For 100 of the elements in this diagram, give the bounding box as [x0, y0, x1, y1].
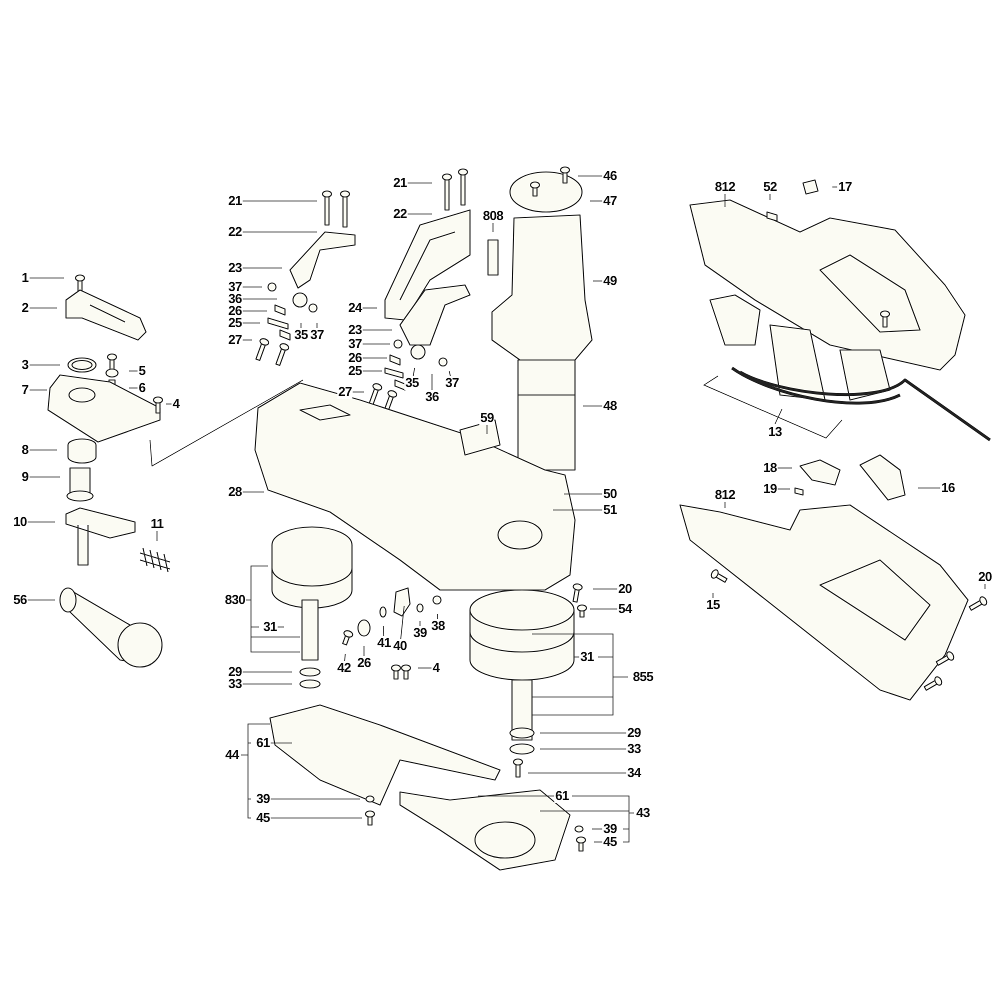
- leader-line: [270, 742, 292, 744]
- leader-line: [400, 606, 405, 640]
- callout-number: 2: [20, 301, 30, 315]
- leader-line: [28, 476, 60, 478]
- leader-line: [277, 626, 284, 628]
- leader-line: [156, 530, 158, 542]
- leader-line: [492, 222, 494, 232]
- leader-line: [362, 370, 382, 372]
- callout-number: 59: [479, 411, 495, 425]
- leader-line: [832, 186, 838, 188]
- callout-number: 27: [337, 385, 353, 399]
- leader-line: [984, 584, 986, 590]
- callout-number: 39: [412, 626, 428, 640]
- callout-number: 830: [224, 593, 246, 607]
- callout-number: 37: [444, 376, 460, 390]
- callout-number: 7: [20, 383, 30, 397]
- callout-number: 808: [482, 209, 504, 223]
- callout-number: 855: [632, 670, 654, 684]
- leader-line: [590, 608, 618, 610]
- callout-number: 18: [762, 461, 778, 475]
- callout-number: 54: [617, 602, 633, 616]
- leader-line: [540, 748, 627, 750]
- callout-number: 21: [392, 176, 408, 190]
- callout-number: 13: [767, 425, 783, 439]
- callout-number: 22: [227, 225, 243, 239]
- leader-line: [242, 200, 318, 202]
- callout-number: 39: [255, 792, 271, 806]
- callout-number: 36: [424, 390, 440, 404]
- leader-line: [592, 280, 603, 282]
- leader-line: [724, 502, 726, 508]
- leader-line: [128, 370, 138, 372]
- callout-number: 49: [602, 274, 618, 288]
- leader-line: [486, 424, 488, 434]
- callout-number: 11: [150, 517, 164, 531]
- callout-number: 45: [255, 811, 271, 825]
- callout-number: 26: [356, 656, 372, 670]
- callout-number: 34: [626, 766, 642, 780]
- leader-line: [242, 310, 268, 312]
- callout-number: 21: [227, 194, 243, 208]
- leader-line: [540, 732, 627, 734]
- callout-number: 31: [262, 620, 278, 634]
- callout-number: 5: [138, 364, 146, 378]
- callout-number: 33: [626, 742, 642, 756]
- callout-number: 50: [602, 487, 618, 501]
- leader-line: [28, 364, 60, 366]
- callout-number: 48: [602, 399, 618, 413]
- callout-number: 61: [554, 789, 570, 803]
- callout-number: 39: [602, 822, 618, 836]
- callout-number: 46: [602, 169, 618, 183]
- callout-number: 35: [293, 328, 309, 342]
- leader-line: [382, 626, 384, 636]
- callout-number: 22: [392, 207, 408, 221]
- callout-number: 6: [138, 381, 146, 395]
- callout-number: 812: [714, 180, 736, 194]
- leader-line: [590, 200, 603, 202]
- callout-number: 25: [347, 364, 363, 378]
- callout-number: 41: [376, 636, 392, 650]
- callout-number: 15: [705, 598, 721, 612]
- leader-line: [592, 828, 603, 830]
- callout-number: 43: [635, 806, 651, 820]
- callout-number: 33: [227, 677, 243, 691]
- leader-line: [528, 772, 627, 774]
- leader-line: [300, 322, 302, 328]
- callout-number: 20: [617, 582, 633, 596]
- callout-number: 25: [227, 316, 243, 330]
- callout-number: 42: [336, 661, 352, 675]
- callout-number: 27: [227, 333, 243, 347]
- leader-line: [437, 614, 438, 620]
- callout-number: 37: [347, 337, 363, 351]
- callout-number: 812: [714, 488, 736, 502]
- leader-line: [712, 592, 714, 598]
- leader-line: [574, 656, 580, 658]
- callout-number: 16: [940, 481, 956, 495]
- callout-number: 1: [20, 271, 30, 285]
- callout-number: 61: [255, 736, 271, 750]
- callout-number: 4: [172, 397, 180, 411]
- callout-number: 45: [602, 835, 618, 849]
- callout-number: 17: [837, 180, 853, 194]
- leader-line: [407, 182, 432, 184]
- callout-number: 20: [977, 570, 993, 584]
- callout-number: 3: [20, 358, 30, 372]
- callout-number: 23: [347, 323, 363, 337]
- leader-line: [242, 298, 278, 300]
- leader-line: [242, 286, 262, 288]
- callout-number: 44: [224, 748, 240, 762]
- callout-number: 26: [347, 351, 363, 365]
- callout-number: 56: [12, 593, 28, 607]
- leader-line: [777, 488, 790, 490]
- callout-number: 29: [626, 726, 642, 740]
- leader-line: [724, 194, 726, 208]
- leader-line: [412, 367, 416, 376]
- callout-number: 37: [309, 328, 325, 342]
- callout-number: 40: [392, 639, 408, 653]
- callout-number: 24: [347, 301, 363, 315]
- callout-number: 52: [762, 180, 778, 194]
- callout-number: 47: [602, 194, 618, 208]
- leader-line: [592, 588, 618, 590]
- callout-number: 38: [430, 619, 446, 633]
- callout-number: 35: [404, 376, 420, 390]
- callout-number: 51: [602, 503, 618, 517]
